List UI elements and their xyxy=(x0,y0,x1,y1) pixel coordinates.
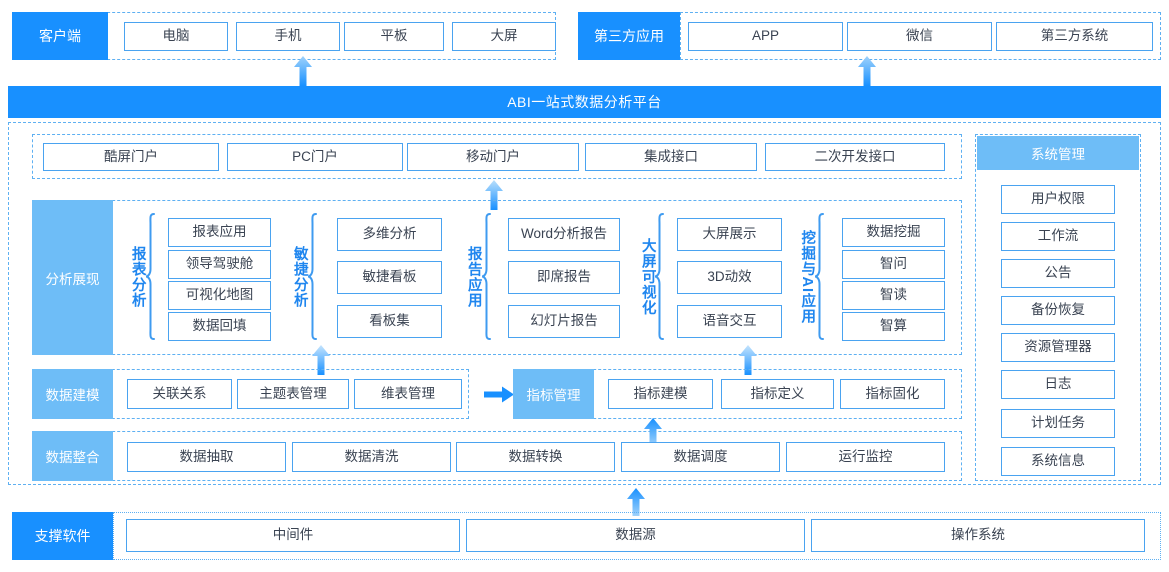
support-row-container xyxy=(113,512,1161,560)
system-item-scheduled-task[interactable]: 计划任务 xyxy=(1001,409,1115,438)
analysis-item-multidim[interactable]: 多维分析 xyxy=(337,218,442,251)
analysis-group-report-label: 报表分析 xyxy=(129,245,146,308)
analysis-item-agile-dashboard[interactable]: 敏捷看板 xyxy=(337,261,442,294)
analysis-item-slide-report[interactable]: 幻灯片报告 xyxy=(508,305,620,338)
brace-icon xyxy=(654,212,665,341)
analysis-group-report-app-label: 报告应用 xyxy=(465,245,482,308)
analysis-group-agile-label: 敏捷分析 xyxy=(291,245,308,308)
system-item-workflow[interactable]: 工作流 xyxy=(1001,222,1115,251)
support-item-os[interactable]: 操作系统 xyxy=(811,519,1145,552)
third-party-band-label: 第三方应用 xyxy=(578,12,680,60)
arrow-up-to-portal-row xyxy=(485,180,503,210)
portal-item-secondary-dev-api[interactable]: 二次开发接口 xyxy=(765,143,945,171)
analysis-item-word-report[interactable]: Word分析报告 xyxy=(508,218,620,251)
portal-item-kupin[interactable]: 酷屏门户 xyxy=(43,143,219,171)
arrow-up-to-metric-management xyxy=(644,418,662,446)
brace-icon xyxy=(145,212,156,341)
analysis-item-voice-interaction[interactable]: 语音交互 xyxy=(677,305,782,338)
analysis-group-report-app: 报告应用 xyxy=(466,212,492,341)
arrow-up-to-platform xyxy=(627,488,645,516)
system-panel-container xyxy=(975,134,1141,481)
client-item-bigscreen[interactable]: 大屏 xyxy=(452,22,556,51)
integration-item-monitor[interactable]: 运行监控 xyxy=(786,442,945,472)
analysis-item-dashboard-set[interactable]: 看板集 xyxy=(337,305,442,338)
metric-management-label: 指标管理 xyxy=(513,369,594,419)
modeling-row-label: 数据建模 xyxy=(32,369,113,419)
analysis-group-agile: 敏捷分析 xyxy=(292,212,318,341)
analysis-item-adhoc-report[interactable]: 即席报告 xyxy=(508,261,620,294)
arrow-up-to-analysis-left xyxy=(312,345,330,375)
analysis-row-label: 分析展现 xyxy=(32,200,113,355)
portal-item-mobile[interactable]: 移动门户 xyxy=(407,143,579,171)
client-item-phone[interactable]: 手机 xyxy=(236,22,340,51)
support-item-datasource[interactable]: 数据源 xyxy=(466,519,805,552)
metric-item-modeling[interactable]: 指标建模 xyxy=(608,379,713,409)
system-item-user-permission[interactable]: 用户权限 xyxy=(1001,185,1115,214)
analysis-group-bigscreen: 大屏可视化 xyxy=(640,212,665,341)
analysis-item-data-mining[interactable]: 数据挖掘 xyxy=(842,218,945,247)
system-item-backup-restore[interactable]: 备份恢复 xyxy=(1001,296,1115,325)
third-party-item-system[interactable]: 第三方系统 xyxy=(996,22,1153,51)
analysis-item-zhiwen[interactable]: 智问 xyxy=(842,250,945,279)
analysis-group-ai-label: 挖掘与AI应用 xyxy=(799,229,816,324)
analysis-group-ai: 挖掘与AI应用 xyxy=(799,212,825,341)
portal-item-integration-api[interactable]: 集成接口 xyxy=(585,143,757,171)
analysis-item-data-writeback[interactable]: 数据回填 xyxy=(168,312,271,341)
arrow-right-to-metric xyxy=(484,386,514,403)
arrow-up-to-third-party xyxy=(858,56,876,86)
support-row-label: 支撑软件 xyxy=(12,512,113,560)
analysis-group-report: 报表分析 xyxy=(130,212,156,341)
system-item-system-info[interactable]: 系统信息 xyxy=(1001,447,1115,476)
support-item-middleware[interactable]: 中间件 xyxy=(126,519,460,552)
modeling-item-relation[interactable]: 关联关系 xyxy=(127,379,232,409)
system-item-announcement[interactable]: 公告 xyxy=(1001,259,1115,288)
modeling-item-subject-table[interactable]: 主题表管理 xyxy=(237,379,349,409)
metric-item-definition[interactable]: 指标定义 xyxy=(721,379,834,409)
analysis-item-zhisuan[interactable]: 智算 xyxy=(842,312,945,341)
platform-title: ABI一站式数据分析平台 xyxy=(8,86,1161,118)
portal-item-pc[interactable]: PC门户 xyxy=(227,143,403,171)
analysis-group-bigscreen-label: 大屏可视化 xyxy=(639,237,656,316)
brace-icon xyxy=(814,212,825,341)
system-item-resource-manager[interactable]: 资源管理器 xyxy=(1001,333,1115,362)
third-party-item-wechat[interactable]: 微信 xyxy=(847,22,992,51)
client-item-pc[interactable]: 电脑 xyxy=(124,22,228,51)
analysis-item-visual-map[interactable]: 可视化地图 xyxy=(168,281,271,310)
integration-item-schedule[interactable]: 数据调度 xyxy=(621,442,780,472)
arrow-up-to-client xyxy=(294,56,312,86)
metric-item-solidification[interactable]: 指标固化 xyxy=(840,379,945,409)
client-item-tablet[interactable]: 平板 xyxy=(344,22,444,51)
brace-icon xyxy=(307,212,318,341)
third-party-item-app[interactable]: APP xyxy=(688,22,843,51)
analysis-item-leader-cockpit[interactable]: 领导驾驶舱 xyxy=(168,250,271,279)
brace-icon xyxy=(481,212,492,341)
portal-row-container xyxy=(32,134,962,179)
system-item-log[interactable]: 日志 xyxy=(1001,370,1115,399)
system-panel-label: 系统管理 xyxy=(977,136,1139,170)
integration-item-extract[interactable]: 数据抽取 xyxy=(127,442,286,472)
analysis-item-3d-effect[interactable]: 3D动效 xyxy=(677,261,782,294)
integration-item-transform[interactable]: 数据转换 xyxy=(456,442,615,472)
analysis-item-report-app[interactable]: 报表应用 xyxy=(168,218,271,247)
integration-item-clean[interactable]: 数据清洗 xyxy=(292,442,451,472)
arrow-up-to-analysis-right xyxy=(739,345,757,375)
client-band-label: 客户端 xyxy=(12,12,108,60)
integration-row-label: 数据整合 xyxy=(32,431,113,481)
modeling-item-dimension-table[interactable]: 维表管理 xyxy=(354,379,462,409)
platform-outer-container xyxy=(8,122,1161,485)
third-party-band-container xyxy=(680,12,1161,60)
analysis-item-zhidu[interactable]: 智读 xyxy=(842,281,945,310)
analysis-item-bigscreen-display[interactable]: 大屏展示 xyxy=(677,218,782,251)
